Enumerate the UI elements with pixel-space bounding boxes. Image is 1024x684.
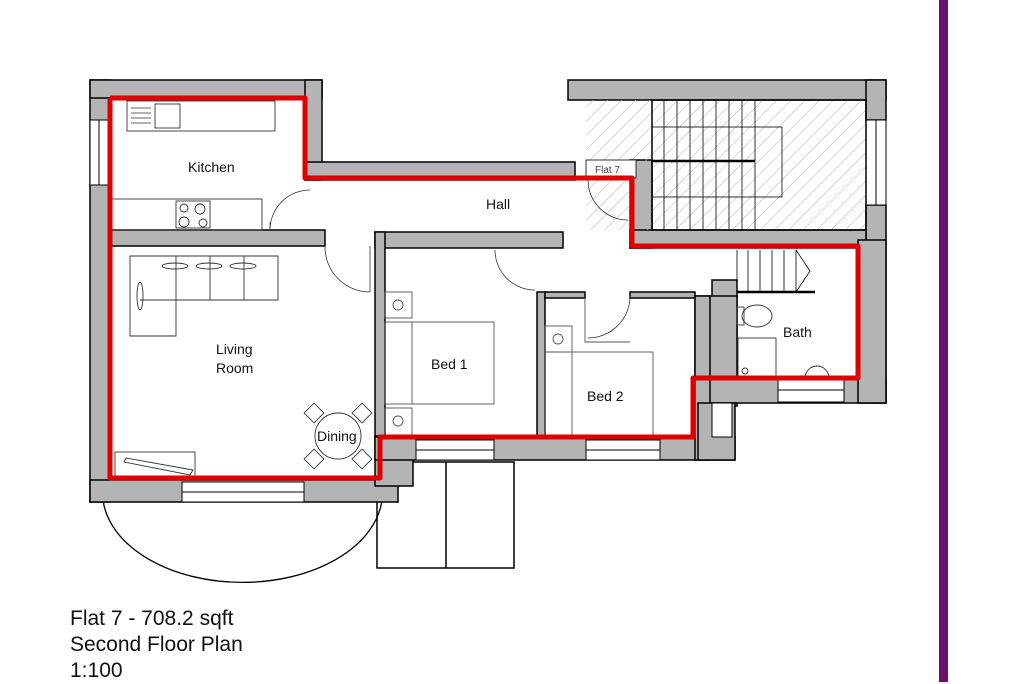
dining-table (303, 402, 373, 470)
flat-boundary-outline (107, 95, 861, 481)
door-swings (269, 179, 631, 339)
stairwell: Flat 7 (585, 99, 867, 231)
flat-door-tag: Flat 7 (595, 165, 620, 176)
kitchen-fittings (111, 100, 276, 231)
room-label-dining: Dining (317, 428, 357, 444)
bath-fittings (736, 304, 830, 379)
tv-unit (114, 451, 196, 478)
bed2-furniture (544, 298, 654, 438)
lower-stairs (736, 249, 815, 294)
room-label-living-line1: Living (216, 341, 253, 357)
room-label-bath: Bath (783, 324, 812, 340)
sofa (129, 255, 279, 337)
bed1-furniture (384, 291, 495, 436)
caption-scale: 1:100 (70, 659, 123, 682)
room-label-living-line2: Room (216, 360, 253, 376)
room-label-kitchen: Kitchen (188, 159, 235, 175)
purple-side-bar (939, 0, 948, 682)
bay-window-arc (102, 499, 383, 583)
room-label-hall: Hall (486, 196, 510, 212)
caption-subtitle: Second Floor Plan (70, 633, 243, 656)
balcony (376, 461, 515, 569)
plan-caption: Flat 7 - 708.2 sqft Second Floor Plan 1:… (70, 606, 243, 684)
caption-title: Flat 7 - 708.2 sqft (70, 607, 234, 630)
windows (89, 119, 887, 503)
room-label-bed2: Bed 2 (587, 388, 624, 404)
room-label-bed1: Bed 1 (431, 356, 468, 372)
